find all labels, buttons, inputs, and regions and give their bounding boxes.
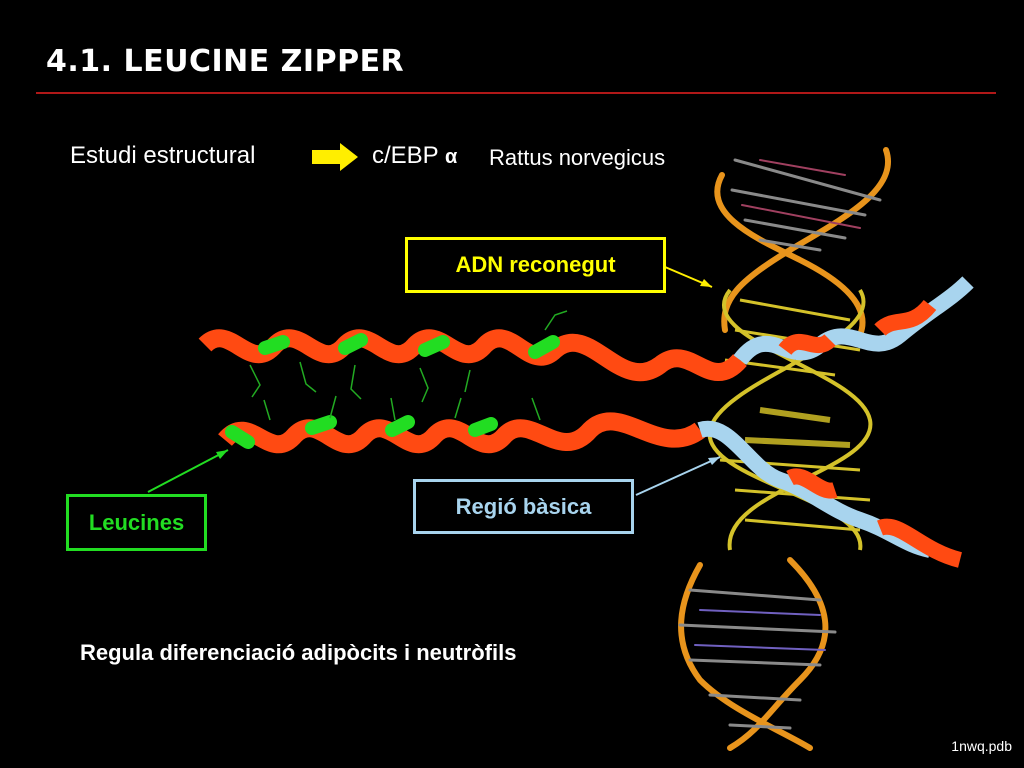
leucine-side-chains: [249, 310, 568, 421]
leucines-box: Leucines: [66, 494, 207, 551]
basic-region-box: Regió bàsica: [413, 479, 634, 534]
right-arrow-icon: [312, 143, 358, 171]
dna-lower-strand: [678, 557, 837, 751]
pdb-source: 1nwq.pdb: [951, 738, 1012, 754]
annotation-arrows: [147, 266, 721, 496]
upper-alpha-helix: [198, 276, 974, 382]
dna-recognized-box: ADN reconegut: [405, 237, 666, 293]
lower-alpha-helix: [218, 412, 963, 568]
slide-title: 4.1. LEUCINE ZIPPER: [46, 44, 405, 79]
title-divider: [36, 92, 996, 94]
function-text: Regula diferenciació adipòcits i neutròf…: [80, 640, 517, 665]
protein-name: c/EBP α: [372, 142, 457, 170]
species-label: Rattus norvegicus: [489, 145, 666, 170]
protein-label: c/EBP: [372, 142, 439, 169]
protein-alpha: α: [444, 146, 458, 168]
study-label: Estudi estructural: [70, 142, 256, 169]
